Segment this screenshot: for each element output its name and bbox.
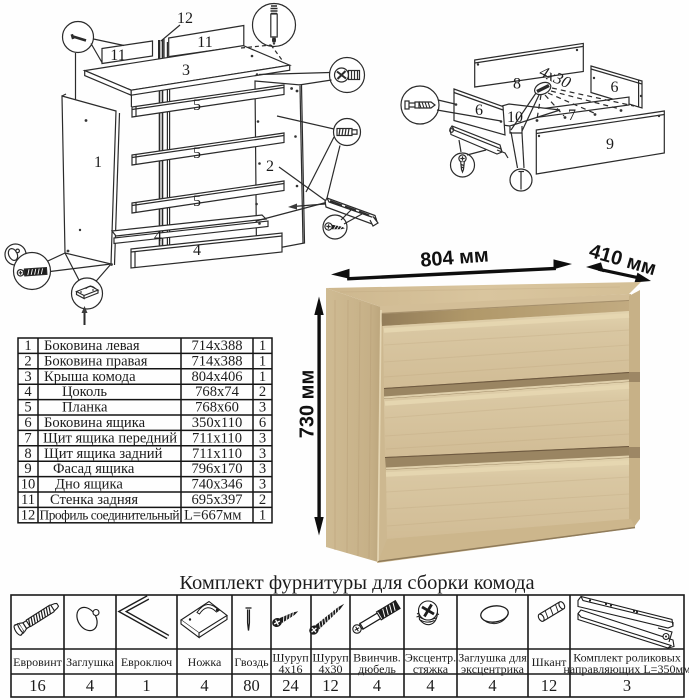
svg-text:768х74: 768х74 — [195, 384, 239, 400]
svg-text:4: 4 — [373, 676, 381, 695]
svg-text:3: 3 — [259, 400, 266, 416]
svg-text:3: 3 — [259, 430, 266, 446]
svg-text:4: 4 — [426, 676, 434, 695]
svg-text:1: 1 — [94, 154, 102, 171]
svg-text:3: 3 — [259, 461, 266, 477]
svg-text:4х16: 4х16 — [279, 662, 303, 676]
svg-text:Цоколь: Цоколь — [62, 384, 107, 400]
svg-text:4: 4 — [24, 384, 32, 400]
svg-text:9: 9 — [606, 136, 614, 153]
svg-text:1: 1 — [259, 353, 266, 369]
svg-text:16: 16 — [29, 676, 46, 695]
svg-text:804х406: 804х406 — [191, 369, 242, 385]
svg-text:5: 5 — [193, 145, 201, 162]
svg-text:5: 5 — [24, 400, 31, 416]
svg-text:11: 11 — [21, 492, 35, 508]
svg-text:2: 2 — [24, 353, 31, 369]
svg-text:Ножка: Ножка — [188, 655, 222, 669]
svg-text:1: 1 — [142, 676, 150, 695]
svg-text:Ввинчив.: Ввинчив. — [353, 651, 401, 665]
svg-text:Шкант: Шкант — [532, 655, 568, 669]
svg-text:Гвоздь: Гвоздь — [234, 655, 269, 669]
svg-text:804 мм: 804 мм — [420, 244, 490, 271]
svg-text:направляющих L=350мм: направляющих L=350мм — [563, 662, 689, 676]
svg-text:Щит ящика задний: Щит ящика задний — [44, 446, 163, 462]
svg-text:6: 6 — [24, 415, 31, 431]
svg-text:Боковина левая: Боковина левая — [44, 338, 140, 354]
svg-text:дюбель: дюбель — [358, 662, 396, 676]
svg-text:1: 1 — [259, 507, 266, 523]
svg-text:1: 1 — [24, 338, 31, 354]
svg-text:Щит ящика передний: Щит ящика передний — [43, 430, 177, 446]
svg-text:Фасад ящика: Фасад ящика — [53, 461, 135, 477]
svg-text:11: 11 — [197, 34, 212, 51]
svg-text:6: 6 — [259, 415, 266, 431]
svg-text:Планка: Планка — [62, 400, 108, 416]
svg-text:Евровинт: Евровинт — [13, 655, 63, 669]
svg-text:1: 1 — [259, 338, 266, 354]
svg-text:12: 12 — [21, 507, 36, 523]
svg-text:Комплект роликовых: Комплект роликовых — [573, 651, 681, 665]
svg-text:796х170: 796х170 — [191, 461, 242, 477]
svg-text:Боковина ящика: Боковина ящика — [44, 415, 146, 431]
svg-text:4: 4 — [86, 676, 94, 695]
svg-text:5: 5 — [193, 97, 201, 114]
svg-text:7: 7 — [24, 430, 31, 446]
svg-text:2: 2 — [266, 158, 274, 175]
svg-text:5: 5 — [193, 193, 201, 210]
svg-text:9: 9 — [24, 461, 31, 477]
svg-text:8: 8 — [513, 76, 521, 93]
svg-text:695х397: 695х397 — [191, 492, 242, 508]
svg-text:740х346: 740х346 — [191, 477, 242, 493]
svg-text:4х30: 4х30 — [319, 662, 343, 676]
svg-text:714х388: 714х388 — [191, 338, 242, 354]
svg-text:Эксцентр.: Эксцентр. — [405, 651, 456, 665]
svg-text:4: 4 — [488, 676, 496, 695]
svg-text:3: 3 — [182, 62, 190, 79]
svg-text:Заглушка для: Заглушка для — [458, 651, 527, 665]
svg-text:4: 4 — [200, 676, 208, 695]
svg-text:Евроключ: Евроключ — [121, 655, 172, 669]
svg-text:6: 6 — [475, 102, 483, 119]
svg-text:Шуруп: Шуруп — [272, 651, 309, 665]
svg-text:2: 2 — [259, 384, 266, 400]
svg-text:3: 3 — [24, 369, 31, 385]
svg-text:Стенка задняя: Стенка задняя — [50, 492, 138, 508]
svg-text:Дно ящика: Дно ящика — [55, 477, 123, 493]
svg-text:730 мм: 730 мм — [297, 370, 319, 439]
svg-text:12: 12 — [322, 676, 339, 695]
svg-text:7: 7 — [568, 107, 576, 124]
svg-text:6: 6 — [611, 79, 619, 96]
svg-text:2: 2 — [259, 492, 266, 508]
svg-text:3: 3 — [259, 477, 266, 493]
svg-text:24: 24 — [282, 676, 299, 695]
svg-text:стяжка: стяжка — [413, 662, 449, 676]
svg-text:1: 1 — [259, 369, 266, 385]
svg-text:11: 11 — [110, 47, 125, 64]
svg-text:4: 4 — [193, 242, 201, 259]
svg-text:768х60: 768х60 — [195, 400, 239, 416]
svg-text:80: 80 — [243, 676, 260, 695]
svg-text:3: 3 — [259, 446, 266, 462]
svg-text:4: 4 — [154, 228, 162, 245]
svg-text:12: 12 — [541, 676, 558, 695]
svg-text:714х388: 714х388 — [191, 353, 242, 369]
svg-text:Профиль соединительный: Профиль соединительный — [40, 507, 180, 522]
svg-text:эксцентрика: эксцентрика — [461, 662, 525, 676]
svg-text:Боковина правая: Боковина правая — [44, 353, 148, 369]
svg-text:711х110: 711х110 — [192, 430, 242, 446]
svg-text:L=667мм: L=667мм — [184, 507, 242, 523]
svg-text:Шуруп: Шуруп — [312, 651, 349, 665]
svg-text:711х110: 711х110 — [192, 446, 242, 462]
svg-text:Комплект фурнитуры для сборки: Комплект фурнитуры для сборки комода — [179, 572, 534, 594]
svg-text:Крыша комода: Крыша комода — [44, 369, 136, 385]
svg-text:10: 10 — [507, 109, 523, 126]
svg-text:8: 8 — [24, 446, 31, 462]
svg-text:12: 12 — [177, 10, 193, 27]
svg-text:350х110: 350х110 — [192, 415, 243, 431]
svg-text:10: 10 — [21, 477, 36, 493]
svg-text:3: 3 — [623, 676, 631, 695]
svg-text:Заглушка: Заглушка — [66, 655, 115, 669]
